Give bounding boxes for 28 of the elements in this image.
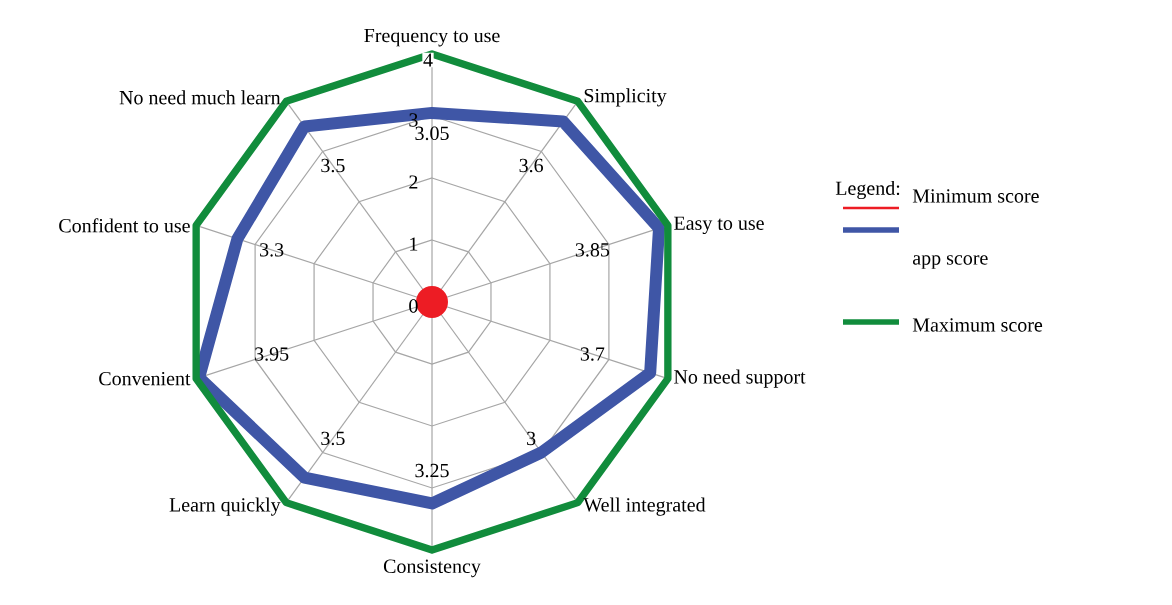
axis-label: Simplicity <box>584 88 667 107</box>
axis-label: Learn quickly <box>169 497 281 516</box>
legend-label: Minimum score <box>912 189 1039 203</box>
value-label: 3.3 <box>260 243 284 257</box>
axis-label: Consistency <box>383 559 481 578</box>
axis-label: Confident to use <box>59 218 190 233</box>
value-label: 3.05 <box>415 126 449 141</box>
value-label: 3.5 <box>321 431 345 446</box>
axis-label: No need much learn <box>119 90 281 105</box>
value-label: 3.25 <box>415 463 449 478</box>
legend-title: Legend: <box>835 180 900 200</box>
axis-label: No need support <box>674 369 806 388</box>
value-label: 3.95 <box>255 347 289 361</box>
value-label: 3.85 <box>575 243 610 257</box>
axis-label: Easy to use <box>674 216 764 235</box>
legend-label: app score <box>913 255 988 269</box>
axis-label: Well integrated <box>583 497 706 516</box>
tick-label: 4 <box>422 52 434 68</box>
value-label: 3.7 <box>580 347 605 361</box>
tick-label: 1 <box>410 237 418 251</box>
tick-label: 2 <box>409 175 418 189</box>
axis-label: Convenient <box>99 371 191 386</box>
axis-label: Frequency to use <box>364 29 500 47</box>
tick-label: 0 <box>409 299 418 313</box>
value-label: 3.6 <box>519 158 544 173</box>
value-label: 3.5 <box>321 158 345 173</box>
legend-label: Maximum score <box>912 318 1043 332</box>
value-label: 3 <box>527 431 536 446</box>
